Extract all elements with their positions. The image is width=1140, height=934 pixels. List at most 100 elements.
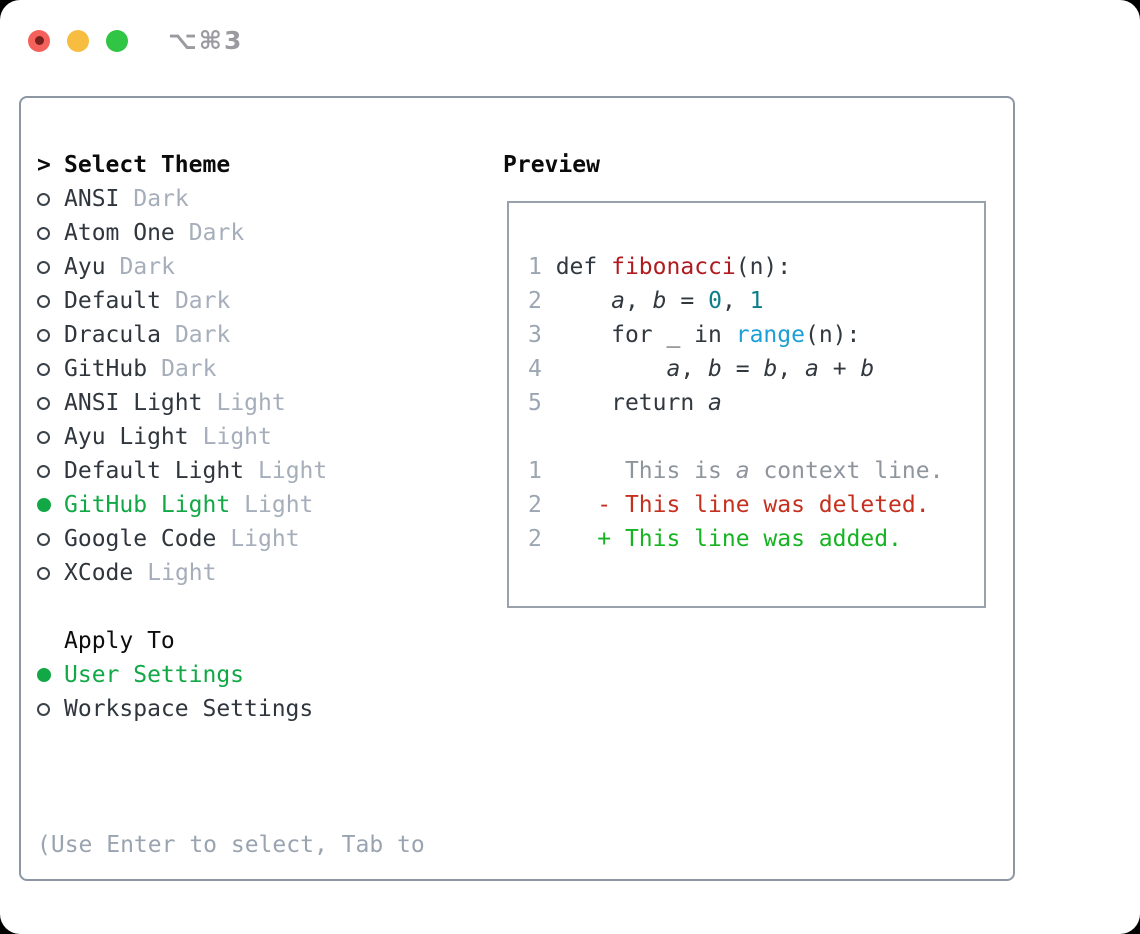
theme-variant-label: Dark	[161, 356, 217, 382]
apply-option-workspace-settings[interactable]: Workspace Settings	[37, 692, 425, 726]
code-segment: (n):	[804, 322, 861, 348]
radio-icon	[37, 294, 50, 308]
preview-title: Preview	[503, 152, 600, 178]
radio-slot	[37, 192, 64, 206]
line-number: 3	[528, 322, 542, 348]
option-label: Default	[64, 288, 161, 314]
radio-icon	[37, 532, 50, 546]
theme-variant-label: Light	[147, 560, 217, 586]
code-line: 2 a, b = 0, 1	[528, 284, 984, 318]
radio-slot	[37, 226, 64, 240]
close-button[interactable]	[28, 29, 50, 52]
code-segment: - This line was deleted.	[541, 492, 930, 518]
radio-icon	[37, 396, 50, 410]
theme-variant-label: Dark	[188, 220, 245, 246]
code-segment: def	[541, 254, 612, 280]
radio-icon	[37, 464, 50, 478]
code-line: 4 a, b = b, a + b	[528, 352, 984, 386]
code-line: 1 def fibonacci(n):	[528, 250, 984, 284]
line-number: 4	[528, 356, 542, 382]
code-segment: for _ in	[541, 322, 736, 348]
theme-option-xcode[interactable]: XCode Light	[37, 556, 425, 590]
radio-slot	[37, 498, 64, 512]
code-segment: ,	[624, 288, 653, 314]
code-segment: a	[735, 458, 750, 484]
hint-text: (Use Enter to select, Tab to change focu…	[37, 760, 425, 934]
apply-to-header: Apply To	[37, 624, 425, 658]
theme-option-ansi-light[interactable]: ANSI Light Light	[37, 386, 425, 420]
titlebar: ⌥⌘3	[28, 26, 243, 55]
theme-option-google-code[interactable]: Google Code Light	[37, 522, 425, 556]
code-segment: b	[708, 356, 722, 382]
code-segment: a	[611, 288, 625, 314]
code-segment: range	[735, 322, 805, 348]
code-segment: b	[860, 356, 875, 382]
radio-selected-icon	[37, 498, 51, 512]
apply-to-title: Apply To	[64, 628, 175, 654]
close-dot-icon	[34, 36, 44, 45]
option-label: Google Code	[64, 526, 217, 552]
code-segment: b	[763, 356, 778, 382]
code-line	[528, 420, 984, 454]
radio-slot	[37, 294, 64, 308]
radio-icon	[37, 260, 50, 274]
code-segment	[542, 288, 611, 314]
active-section-caret-icon: >	[37, 152, 51, 178]
option-label: Ayu Light	[64, 424, 189, 450]
line-number: 2	[528, 288, 542, 314]
code-segment: (n):	[735, 254, 792, 280]
theme-option-ansi[interactable]: ANSI Dark	[37, 182, 425, 216]
code-segment: context line.	[749, 458, 944, 484]
hint-line-2: change focus)	[37, 930, 425, 934]
radio-slot	[37, 464, 64, 478]
theme-variant-label: Light	[202, 424, 272, 450]
radio-slot	[37, 260, 64, 274]
theme-variant-label: Light	[258, 458, 328, 484]
radio-slot	[37, 668, 64, 682]
line-number: 2	[528, 492, 542, 518]
option-label: XCode	[64, 560, 134, 586]
code-segment: 1	[749, 288, 764, 314]
theme-option-github-light[interactable]: GitHub Light Light	[37, 488, 425, 522]
line-number: 1	[528, 254, 542, 280]
apply-option-user-settings[interactable]: User Settings	[37, 658, 425, 692]
line-number: 1	[528, 458, 542, 484]
option-label: Dracula	[64, 322, 161, 348]
theme-variant-label: Light	[230, 526, 300, 552]
spacer	[37, 726, 425, 760]
minimize-button[interactable]	[67, 29, 89, 52]
option-label: ANSI	[64, 186, 120, 212]
code-segment: This is	[541, 458, 736, 484]
code-segment: a	[708, 390, 722, 416]
zoom-button[interactable]	[106, 29, 128, 52]
code-line: 2 + This line was added.	[528, 522, 984, 556]
theme-variant-label: Dark	[133, 186, 189, 212]
line-number: 5	[528, 390, 542, 416]
code-segment: a	[666, 356, 681, 382]
code-line: 3 for _ in range(n):	[528, 318, 984, 352]
code-segment: b	[652, 288, 667, 314]
radio-slot	[37, 396, 64, 410]
radio-icon	[37, 362, 50, 376]
theme-variant-label: Light	[244, 492, 314, 518]
option-label: Ayu	[64, 254, 106, 280]
radio-icon	[37, 702, 50, 716]
theme-variant-label: Light	[216, 390, 286, 416]
radio-selected-icon	[37, 668, 51, 682]
radio-icon	[37, 192, 50, 206]
option-label: GitHub Light	[64, 492, 231, 518]
option-label: ANSI Light	[64, 390, 203, 416]
theme-option-ayu-light[interactable]: Ayu Light Light	[37, 420, 425, 454]
